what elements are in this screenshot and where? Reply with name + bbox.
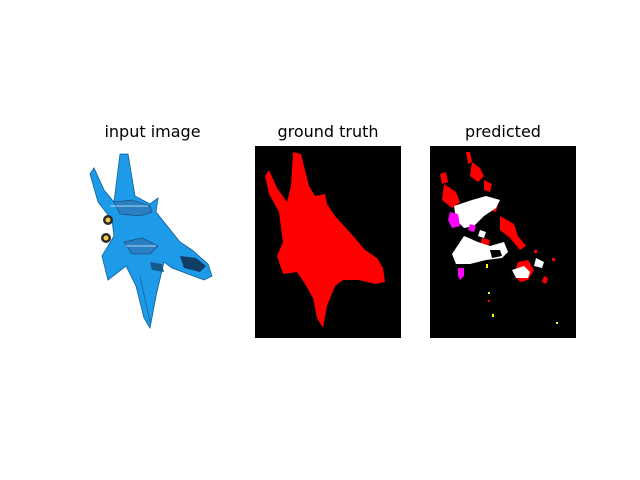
predicted-mask	[430, 146, 576, 338]
panel-title-predicted: predicted	[465, 122, 541, 141]
ground-truth-mask	[255, 146, 401, 338]
panel-title-ground-truth: ground truth	[277, 122, 379, 141]
ground-truth-region	[265, 152, 385, 328]
panel-title-input: input image	[104, 122, 201, 141]
input-image	[80, 146, 226, 338]
